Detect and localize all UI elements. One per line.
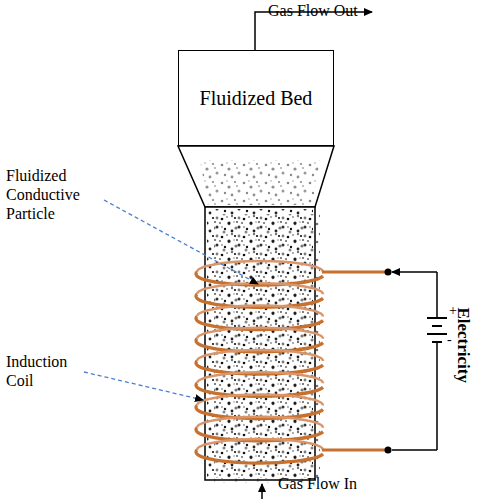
process-box: Fluidized Bed — [178, 50, 334, 146]
wire — [392, 271, 437, 273]
leader-line — [104, 200, 258, 284]
leader-line — [84, 372, 203, 400]
particles — [200, 160, 320, 205]
terminal — [385, 269, 392, 276]
box-label: Fluidized Bed — [196, 83, 317, 114]
flow-label: Gas Flow In — [278, 474, 357, 493]
coil-lead — [322, 271, 388, 274]
polarity-sign: - — [447, 332, 452, 349]
part-label: Induction Coil — [6, 352, 86, 390]
gas-in-arrow — [261, 484, 263, 499]
induction-coil — [196, 261, 323, 463]
wire — [436, 272, 438, 450]
coil-lead — [322, 449, 388, 452]
polarity-sign: + — [449, 303, 457, 320]
battery-symbol — [427, 318, 447, 342]
part-label: Fluidized Conductive Particle — [6, 166, 106, 224]
terminal — [385, 447, 392, 454]
wire — [392, 449, 437, 451]
power-label: Electricity — [453, 307, 473, 383]
flow-label: Gas Flow Out — [268, 1, 358, 20]
funnel — [178, 146, 334, 207]
